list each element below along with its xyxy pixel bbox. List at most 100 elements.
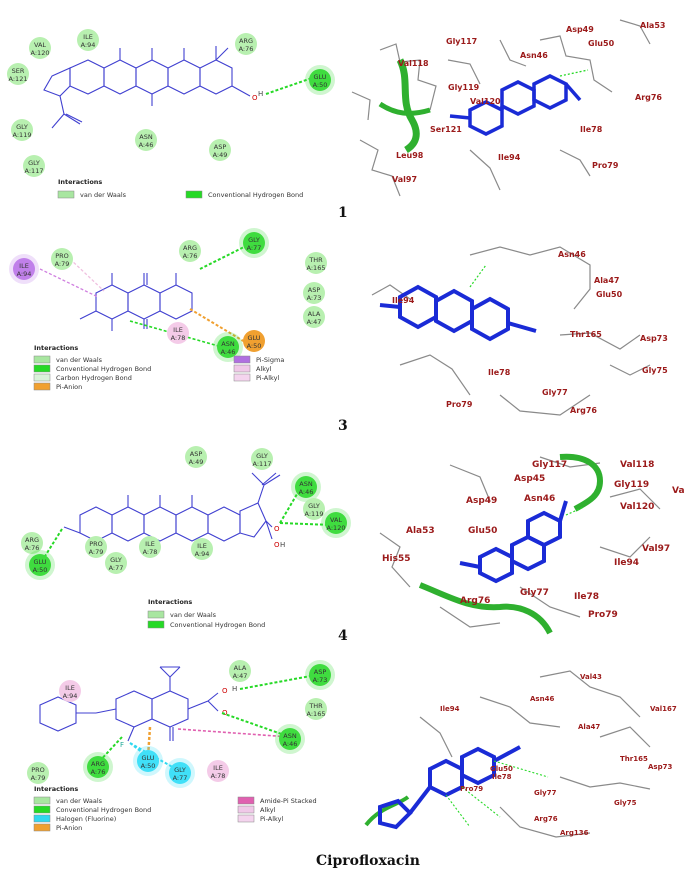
residue-circle	[29, 37, 51, 59]
halogen-line	[129, 742, 149, 758]
ligand-2d-structure	[39, 666, 219, 742]
residue-id: A:47	[307, 318, 322, 326]
residue-3d-label: Ala53	[640, 21, 665, 30]
residue-circle	[77, 29, 99, 51]
residue-3d-label: Val43	[580, 673, 602, 681]
residue-3d-label: Glu50	[490, 765, 513, 773]
docking-3d-view	[371, 246, 651, 416]
legend-swatch	[33, 355, 51, 364]
residue-3d-label: Pro79	[460, 785, 483, 793]
residue-id: A:94	[81, 41, 96, 49]
ligand-2d-structure	[63, 472, 281, 542]
legend-label: Conventional Hydrogen Bond	[56, 365, 151, 373]
residue-3d-label: Asn46	[530, 695, 554, 703]
residue-3d-label: Asp73	[640, 334, 668, 343]
residue-id: A:73	[307, 294, 322, 302]
residue-3d-label: Gly119	[448, 83, 480, 92]
residue-3d-label: Ser121	[430, 125, 462, 134]
legend-label: van der Waals	[56, 797, 103, 805]
residue-3d-label: Gly119	[614, 480, 649, 490]
residue-id: A:165	[307, 264, 326, 272]
residue-id: A:77	[247, 244, 262, 252]
residue-3d-label: Leu98	[396, 151, 424, 160]
residue-3d-label: Val167	[650, 705, 677, 713]
residue-code: ASN	[139, 133, 153, 141]
carboxyl-h-label: H	[280, 541, 285, 549]
residue-3d-label: Arg136	[560, 829, 589, 837]
carboxyl-o-label: O	[274, 525, 280, 533]
residue-circle	[11, 119, 33, 141]
residue-circle	[251, 448, 273, 470]
residue-circle	[191, 538, 213, 560]
panel-3-svg: PROA:79ARGA:76GLYA:77ILEA:94THRA:165ASPA…	[9, 228, 668, 416]
residue-id: A:46	[139, 141, 154, 149]
residue-3d-label: Ile78	[492, 773, 512, 781]
residue-code: VAL	[34, 41, 46, 49]
residue-code: GLU	[313, 73, 326, 81]
residue-id: A:50	[313, 81, 328, 89]
residue-code: GLU	[141, 754, 154, 762]
residue-id: A:94	[63, 692, 78, 700]
ligand-2d-structure	[43, 46, 251, 129]
residue-code: GLY	[256, 452, 268, 460]
amide-pi-line	[177, 728, 291, 738]
residue-code: GLY	[16, 123, 28, 131]
legend-swatch	[233, 373, 251, 382]
residue-id: A:76	[25, 544, 40, 552]
residue-code: ASP	[190, 450, 203, 458]
legend-label: Pi-Alkyl	[260, 815, 283, 823]
residue-code: GLY	[308, 502, 320, 510]
residue-circle	[51, 248, 73, 270]
residue-circle	[303, 306, 325, 328]
residue-circle	[29, 554, 51, 576]
residue-id: A:50	[141, 762, 156, 770]
residue-3d-label: Asn46	[520, 51, 548, 60]
residue-id: A:121	[9, 75, 28, 83]
legend-label: van der Waals	[56, 356, 103, 364]
residue-code: ILE	[213, 764, 223, 772]
legend-swatch	[33, 805, 51, 814]
legend-title: Interactions	[58, 178, 102, 186]
residue-id: A:94	[17, 270, 32, 278]
legend-label: Pi-Anion	[56, 383, 82, 391]
residue-id: A:119	[13, 131, 32, 139]
residue-id: A:77	[173, 774, 188, 782]
residue-id: A:50	[247, 342, 262, 350]
residue-code: GLY	[248, 236, 260, 244]
residue-code: ASN	[283, 732, 297, 740]
residue-circle	[279, 728, 301, 750]
legend-swatch	[237, 796, 255, 805]
residue-code: ASP	[308, 286, 321, 294]
residue-id: A:50	[33, 566, 48, 574]
residue-id: A:47	[233, 672, 248, 680]
residue-3d-label: Ile94	[614, 558, 639, 568]
residue-code: ALA	[234, 664, 247, 672]
residue-code: ARG	[183, 244, 197, 252]
residue-code: ARG	[239, 37, 253, 45]
residue-circle	[135, 129, 157, 151]
panel-ciprofloxacin: O O H F ILEA:94ALAA:47ASPA:73THRA:165ASN…	[0, 657, 685, 871]
residue-3d-label: His55	[382, 554, 411, 564]
residue-3d-label: Ile94	[498, 153, 521, 162]
residue-3d-label: Asn46	[524, 494, 555, 504]
residue-circle	[85, 536, 107, 558]
hbond-line	[279, 488, 301, 524]
residue-id: A:46	[221, 348, 236, 356]
residue-code: ASP	[314, 668, 327, 676]
residue-code: ALA	[308, 310, 321, 318]
